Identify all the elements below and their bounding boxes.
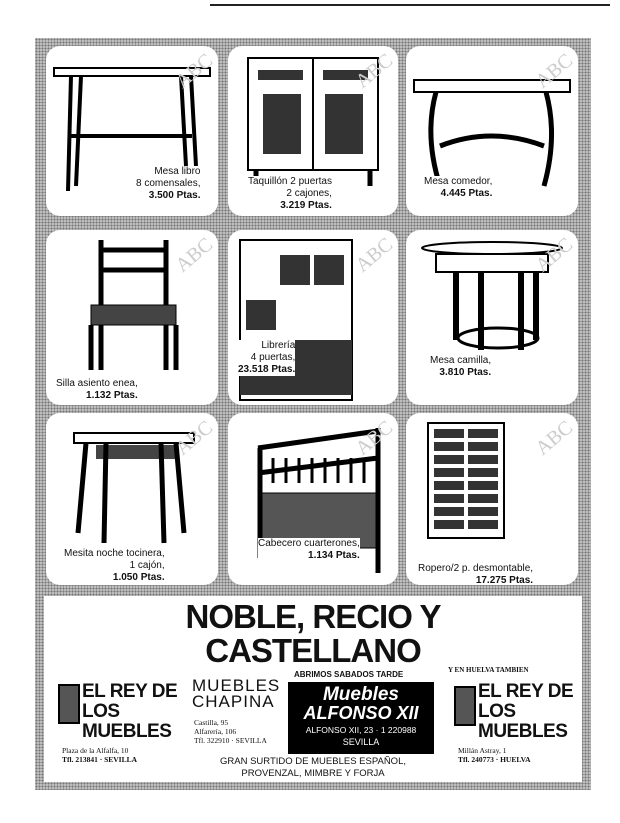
product-card: ABC Mesa libro 8 comensales,3.500 Ptas. <box>46 46 218 216</box>
product-caption: Ropero/2 p. desmontable,17.275 Ptas. <box>418 563 534 585</box>
product-card: ABC Cabecero cuarterones,1.134 Ptas. <box>228 413 398 585</box>
product-card: ABC Mesa camilla,3.810 Ptas. <box>406 230 578 405</box>
product-price: 3.500 Ptas. <box>148 190 201 201</box>
alfonso-city: SEVILLA <box>342 737 380 747</box>
product-name: Cabecero cuarterones, <box>258 538 360 549</box>
product-price: 3.810 Ptas. <box>439 367 492 378</box>
rey-huelva-address: Millán Astray, 1 <box>458 746 507 755</box>
king-figure-icon <box>454 686 476 726</box>
furniture-illustration <box>427 422 505 539</box>
product-price: 1.134 Ptas. <box>308 550 360 561</box>
product-card: ABC Librería 4 puertas,23.518 Ptas. <box>228 230 398 405</box>
product-name: Mesa libro 8 comensales, <box>136 166 201 189</box>
product-name: Silla asiento enea, <box>56 378 138 389</box>
product-name: Taquillón 2 puertas 2 cajones, <box>248 176 332 199</box>
product-card: ABC Mesa comedor,4.445 Ptas. <box>406 46 578 216</box>
store-alfonso: Muebles ALFONSO XII ALFONSO XII, 23 · 1 … <box>288 682 434 754</box>
huelva-note: Y EN HUELVA TAMBIEN <box>448 666 529 674</box>
store-banner: NOBLE, RECIO Y CASTELLANO EL REY DE LOS … <box>44 596 582 782</box>
product-price: 17.275 Ptas. <box>475 575 534 585</box>
footer-line2: PROVENZAL, MIMBRE Y FORJA <box>241 768 385 779</box>
rey-logo: EL REY DE LOS MUEBLES <box>82 681 178 742</box>
product-name: Mesa comedor, <box>424 176 493 187</box>
product-card: ABC Mesita noche tocinera, 1 cajón,1.050… <box>46 413 218 585</box>
furniture-illustration <box>88 240 179 370</box>
king-figure-icon <box>58 684 80 724</box>
furniture-illustration <box>413 79 571 187</box>
rey-huelva-logo: EL REY DE LOS MUEBLES <box>478 681 574 742</box>
alfonso-line2: ALFONSO XII <box>303 703 419 723</box>
product-caption: Librería 4 puertas,23.518 Ptas. <box>238 340 296 376</box>
footer-text: GRAN SURTIDO DE MUEBLES ESPAÑOL, PROVENZ… <box>204 756 422 780</box>
product-caption: Silla asiento enea,1.132 Ptas. <box>56 378 138 402</box>
chapina-address2: Alfarería, 106 <box>194 727 237 736</box>
product-name: Ropero/2 p. desmontable, <box>418 563 534 574</box>
product-price: 1.050 Ptas. <box>112 572 165 583</box>
product-price: 1.132 Ptas. <box>86 390 138 401</box>
product-caption: Mesa comedor,4.445 Ptas. <box>424 176 493 200</box>
chapina-line2: CHAPINA <box>192 692 275 711</box>
product-caption: Mesita noche tocinera, 1 cajón,1.050 Pta… <box>64 548 165 584</box>
product-name: Mesita noche tocinera, 1 cajón, <box>64 548 165 571</box>
saturday-note: ABRIMOS SABADOS TARDE <box>294 670 404 679</box>
product-price: 23.518 Ptas. <box>238 364 296 375</box>
furniture-illustration <box>53 67 211 192</box>
footer-line1: GRAN SURTIDO DE MUEBLES ESPAÑOL, <box>220 756 406 767</box>
alfonso-address: ALFONSO XII, 23 · 1 220988 <box>305 725 417 735</box>
product-caption: Mesa libro 8 comensales,3.500 Ptas. <box>136 166 201 202</box>
slogan-line-1: NOBLE, RECIO Y <box>185 598 442 635</box>
product-price: 4.445 Ptas. <box>440 188 493 199</box>
top-rule <box>210 4 610 6</box>
alfonso-line1: Muebles <box>322 684 400 705</box>
product-card: ABC Ropero/2 p. desmontable,17.275 Ptas. <box>406 413 578 585</box>
product-name: Mesa camilla, <box>430 355 492 366</box>
furniture-illustration <box>247 57 379 186</box>
product-card: ABC Silla asiento enea,1.132 Ptas. <box>46 230 218 405</box>
product-price: 3.219 Ptas. <box>280 200 332 211</box>
product-caption: Cabecero cuarterones,1.134 Ptas. <box>258 538 360 562</box>
rey-huelva-phone: Tfl. 240773 · HUELVA <box>458 755 531 764</box>
furniture-illustration <box>421 241 563 350</box>
slogan-line-2: CASTELLANO <box>205 632 422 669</box>
chapina-address1: Castilla, 95 <box>194 718 229 727</box>
product-caption: Mesa camilla,3.810 Ptas. <box>430 355 492 379</box>
product-caption: Taquillón 2 puertas 2 cajones,3.219 Ptas… <box>248 176 332 212</box>
rey-address: Plaza de la Alfalfa, 10 <box>62 746 129 755</box>
chapina-phone: Tfl. 322910 · SEVILLA <box>194 736 267 745</box>
rey-phone: Tfl. 213841 · SEVILLA <box>62 755 138 764</box>
chapina-line1: MUEBLES <box>192 676 281 695</box>
product-card: ABC Taquillón 2 puertas 2 cajones,3.219 … <box>228 46 398 216</box>
product-name: Librería 4 puertas, <box>250 340 296 363</box>
furniture-illustration <box>73 432 195 544</box>
